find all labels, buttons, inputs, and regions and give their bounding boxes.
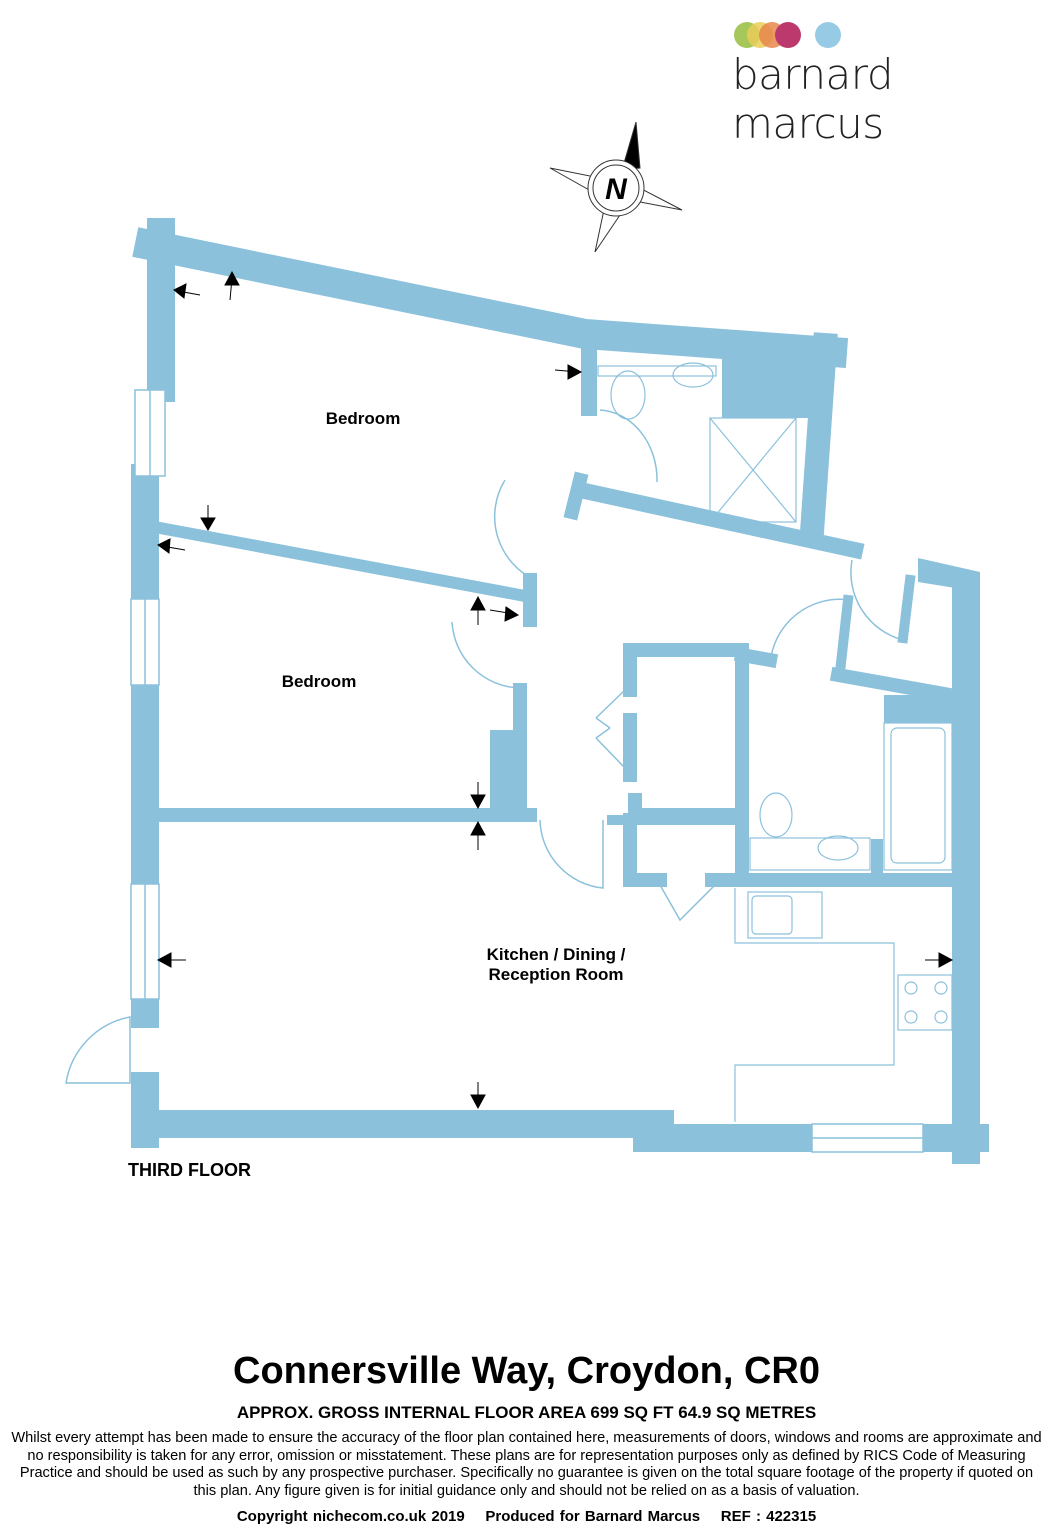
basin-icon [672, 362, 714, 388]
property-title: Connersville Way, Croydon, CR0 [233, 1350, 820, 1392]
walls [131, 218, 989, 1164]
windows [130, 389, 924, 1153]
brand-logo: barnard marcus [732, 50, 893, 148]
toilet-icon [610, 370, 646, 420]
shower-icon [709, 417, 797, 523]
hob-icon [897, 974, 953, 1031]
basin-icon [817, 835, 859, 861]
bath-icon [883, 722, 953, 871]
logo-dots [734, 22, 841, 48]
north-compass-icon: N [549, 121, 683, 253]
room-label-kitchen-line2: Reception Room [488, 965, 623, 984]
kitchen-counter [734, 888, 895, 1122]
floor-label: THIRD FLOOR [128, 1160, 251, 1180]
compass-north-label: N [605, 173, 628, 206]
room-label-bedroom-2: Bedroom [282, 672, 357, 691]
room-label-kitchen-line1: Kitchen / Dining / [487, 945, 626, 964]
sink-icon [747, 891, 823, 939]
dimension-arrows [156, 270, 954, 1110]
doors [65, 409, 904, 1084]
copyright: Copyright nichecom.co.uk 2019 Produced f… [236, 1508, 817, 1525]
room-label-bedroom-1: Bedroom [326, 409, 401, 428]
toilet-icon [759, 792, 793, 838]
fixtures [597, 362, 953, 1122]
disclaimer: Whilst every attempt has been made to en… [11, 1430, 1042, 1499]
floor-area: APPROX. GROSS INTERNAL FLOOR AREA 699 SQ… [236, 1403, 817, 1422]
